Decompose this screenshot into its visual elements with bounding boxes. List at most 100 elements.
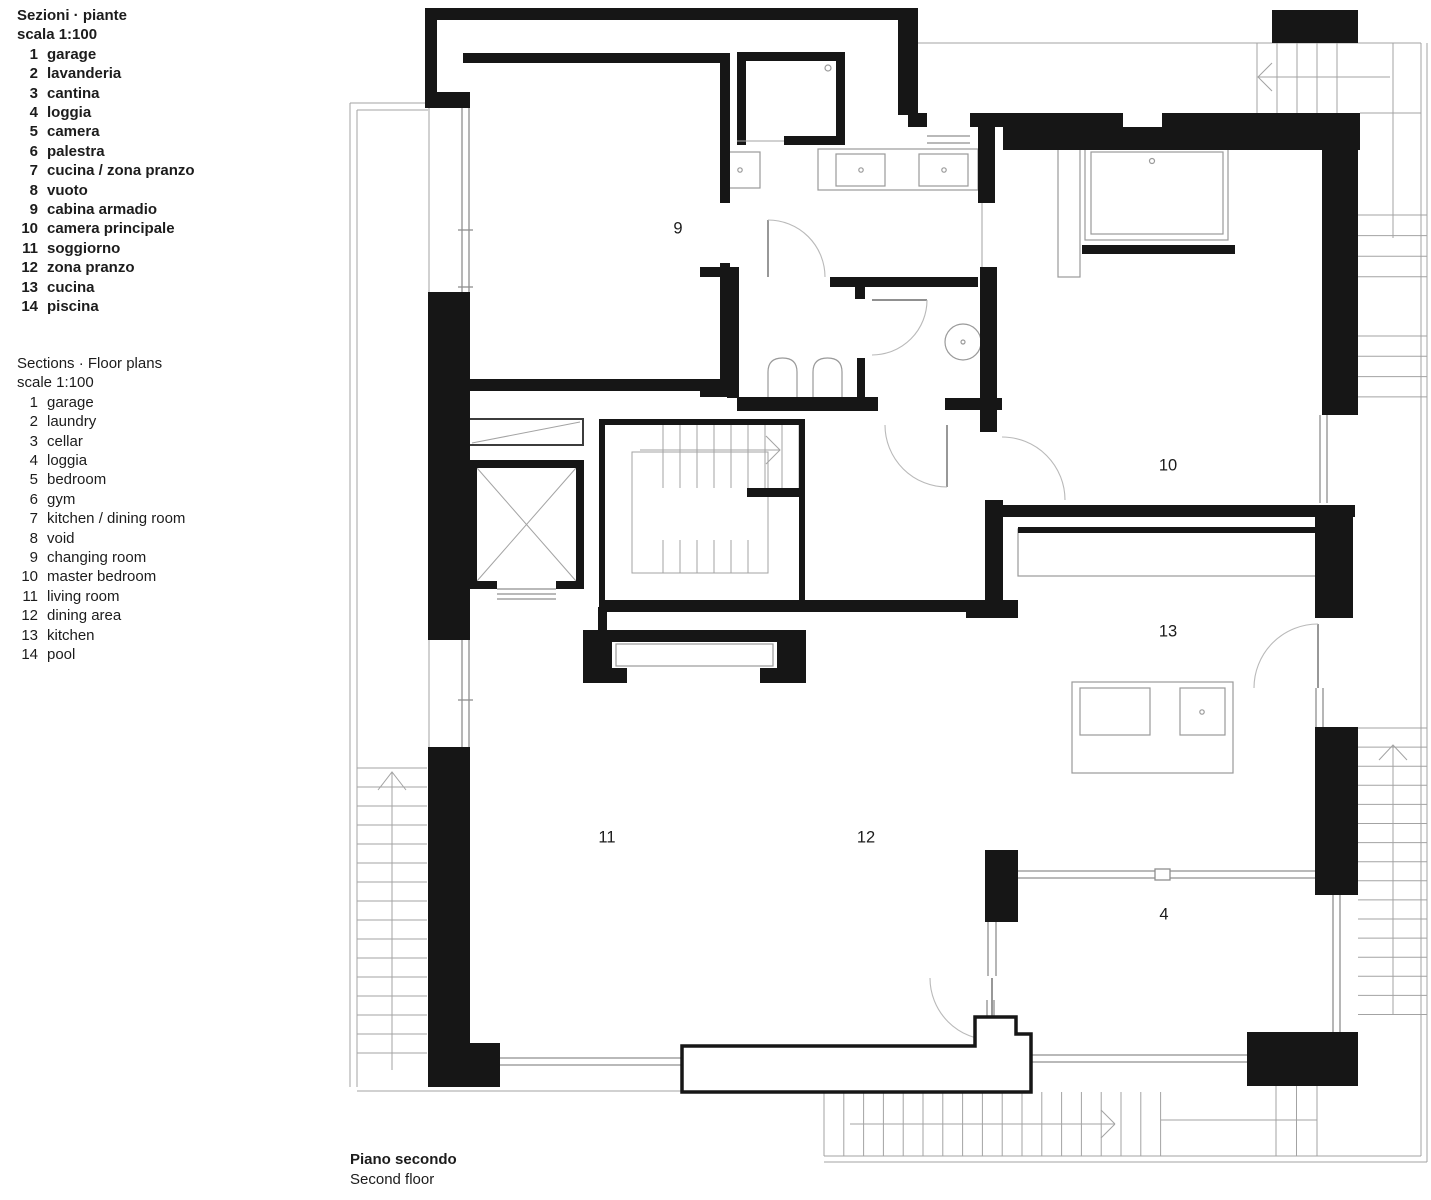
legend-item-number: 6 [29,490,38,508]
legend-item-number: 8 [29,181,38,199]
legend-item: 12 zona pranzo [17,258,195,277]
legend-item-label: cucina / zona pranzo [47,162,195,180]
legend-item-number: 7 [29,162,38,180]
legend-item-number: 1 [29,45,38,63]
legend-item: 3 cantina [17,84,195,103]
legend-item: 12 dining area [17,606,185,625]
legend-item-label: living room [47,587,120,605]
legend-item: 8 void [17,529,185,548]
fixtures [724,64,1317,774]
legend-item-label: cucina [47,278,95,296]
doors [767,219,1319,1041]
legend-item-number: 11 [22,587,38,605]
legend-item-number: 13 [21,626,38,644]
chute [468,418,584,446]
cooktop [1079,687,1151,736]
legend-item: 11 soggiorno [17,239,195,258]
legend-item-label: gym [47,490,76,508]
legend-item-number: 14 [21,646,38,664]
legend-item-label: camera [47,123,100,141]
bottom-parapet-wall [680,1015,1033,1094]
legend-item: 7 cucina / zona pranzo [17,161,195,180]
walls [425,8,1360,1094]
legend-item-number: 8 [29,529,38,547]
legend-item-label: palestra [47,142,105,160]
kitchen-island [1071,681,1234,774]
legend-item-label: garage [47,393,94,411]
legend-item-label: vuoto [47,181,88,199]
interior-staircase [631,425,800,574]
stair-arrows [377,62,1408,1139]
legend-item: 13 kitchen [17,626,185,645]
right-terrace-steps-upper [1357,214,1427,278]
door-kitchen-terrace [1253,623,1319,689]
legend-item-label: changing room [47,549,147,567]
legend-english-items: 1 garage 2 laundry 3 cellar 4 loggia 5 b… [17,393,185,665]
bottom-stair-landing-lines [1275,1086,1318,1156]
door-bedroom-corridor [1001,436,1066,501]
legend-item-label: kitchen / dining room [47,510,186,528]
legend-item-number: 11 [22,239,38,257]
elevator [476,467,577,600]
legend-english: Sections · Floor plans scale 1:100 1 gar… [17,354,185,665]
legend-item: 9 cabina armadio [17,200,195,219]
legend-item: 5 bedroom [17,470,185,489]
legend-item-label: pool [47,646,76,664]
wardrobe-column [1057,139,1081,278]
legend-item-label: garage [47,45,97,63]
legend-item-number: 1 [29,393,38,411]
legend-item-number: 7 [29,510,38,528]
legend-item-label: bedroom [47,471,107,489]
caption-italian: Piano secondo [350,1151,457,1168]
legend-item: 10 camera principale [17,219,195,238]
legend-item-label: cantina [47,84,100,102]
legend-item: 2 lavanderia [17,64,195,83]
legend-item: 9 changing room [17,548,185,567]
legend-item: 11 living room [17,587,185,606]
legend-item-label: loggia [47,452,88,470]
caption-english: Second floor [350,1171,435,1188]
legend-item-label: camera principale [47,220,175,238]
door-toilet-top [767,219,826,278]
legend-item-number: 10 [21,220,38,238]
door-hall [884,424,948,488]
legend-italian: Sezioni · piante scala 1:100 1 garage 2 … [17,6,195,317]
legend-item-number: 12 [21,607,38,625]
island-sink [1179,687,1226,736]
legend-item-number: 10 [21,568,38,586]
legend-item: 1 garage [17,393,185,412]
windows [458,108,1341,1066]
shower-drain [824,64,832,72]
legend-item-label: soggiorno [47,239,121,257]
sink-left [835,153,886,187]
legend-item-number: 9 [29,549,38,567]
legend-english-scale: scale 1:100 [17,374,94,392]
legend-item-number: 14 [21,298,38,316]
round-basin [944,323,982,361]
fireplace-hearth [615,643,774,667]
legend-item: 13 cucina [17,278,195,297]
legend-item: 2 laundry [17,412,185,431]
legend-item: 6 palestra [17,142,195,161]
wc-right [812,357,843,397]
legend-item-number: 4 [29,104,38,122]
legend-item-number: 2 [29,413,38,431]
legend-item-number: 12 [21,259,38,277]
legend-italian-items: 1 garage 2 lavanderia 3 cantina 4 loggia… [17,45,195,317]
legend-item-number: 5 [29,471,38,489]
legend-item-label: kitchen [47,626,95,644]
legend-item-number: 3 [29,84,38,102]
legend-item-label: lavanderia [47,65,122,83]
legend-item: 5 camera [17,122,195,141]
legend-item: 10 master bedroom [17,567,185,586]
legend-item-label: master bedroom [47,568,157,586]
legend-item: 3 cellar [17,432,185,451]
legend-item: 6 gym [17,490,185,509]
legend-item: 14 piscina [17,297,195,316]
legend-item-number: 9 [29,201,38,219]
legend-item-number: 5 [29,123,38,141]
legend-item-number: 4 [29,452,38,470]
wc-left [767,357,798,397]
